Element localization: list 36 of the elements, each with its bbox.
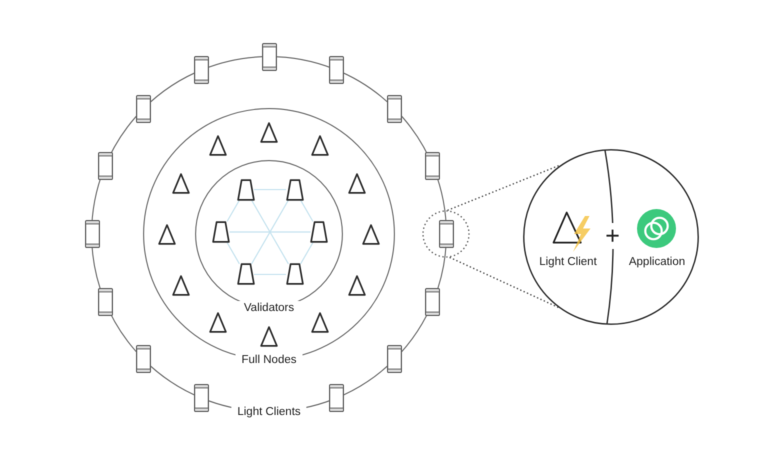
triangle-icon — [348, 172, 366, 194]
triangle-icon — [209, 312, 227, 333]
trapezoid-icon — [286, 178, 304, 201]
triangle-icon — [260, 326, 278, 346]
link-line — [300, 242, 314, 264]
dotted-highlight-ring — [422, 210, 470, 258]
triangle-icon — [172, 172, 190, 194]
plus-sign: + — [605, 226, 620, 244]
phone-icon — [262, 43, 276, 71]
trapezoid-icon — [236, 263, 254, 286]
phone-icon — [438, 220, 454, 248]
triangle-icon — [311, 135, 329, 156]
trapezoid-icon — [212, 221, 230, 243]
ring-label: Light Clients — [237, 405, 301, 419]
triangle-icon — [348, 274, 366, 296]
link-line — [229, 231, 311, 233]
trapezoid-icon — [286, 263, 304, 286]
triangle-icon — [209, 135, 227, 156]
component-label: Light Client — [539, 255, 597, 269]
magnified-circle — [523, 149, 699, 325]
link-line — [226, 242, 240, 264]
trapezoid-icon — [310, 221, 328, 243]
link-line — [254, 188, 286, 190]
triangle-icon — [311, 312, 329, 333]
phone-icon — [84, 220, 100, 248]
triangle-icon — [172, 274, 190, 296]
dotted-callout-line — [447, 164, 562, 211]
trapezoid-icon — [236, 178, 254, 201]
component-label: Application — [628, 255, 686, 269]
triangle-icon — [260, 122, 278, 142]
link-line — [254, 274, 286, 276]
triangle-icon — [158, 224, 176, 244]
link-line — [300, 200, 314, 222]
link-line — [226, 200, 240, 222]
triangle-icon — [362, 224, 380, 244]
dotted-callout-line — [449, 256, 559, 308]
